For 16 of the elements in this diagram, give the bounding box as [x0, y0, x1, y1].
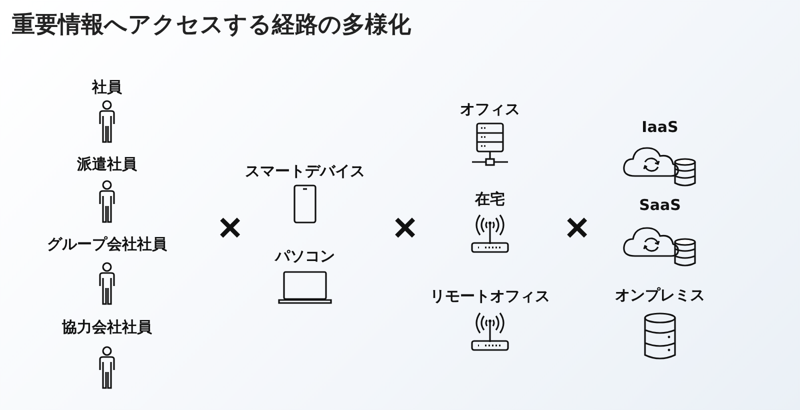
item-label: スマートデバイス: [245, 162, 365, 180]
item-label: IaaS: [642, 118, 678, 136]
item-label: リモートオフィス: [430, 287, 550, 305]
item-label: 在宅: [475, 190, 505, 208]
item-label: 派遣社員: [77, 155, 137, 173]
item-label: 協力会社社員: [62, 318, 152, 336]
multiply-sign: ×: [565, 208, 589, 248]
multiply-sign: ×: [218, 208, 242, 248]
item-label: SaaS: [639, 196, 681, 214]
item-label: グループ会社社員: [47, 235, 167, 253]
item-label: オンプレミス: [615, 286, 705, 304]
item-label: オフィス: [460, 100, 520, 118]
multiply-sign: ×: [393, 208, 417, 248]
item-label: 社員: [92, 78, 122, 96]
title: 重要情報へアクセスする経路の多様化: [12, 11, 411, 40]
item-label: パソコン: [275, 247, 335, 265]
